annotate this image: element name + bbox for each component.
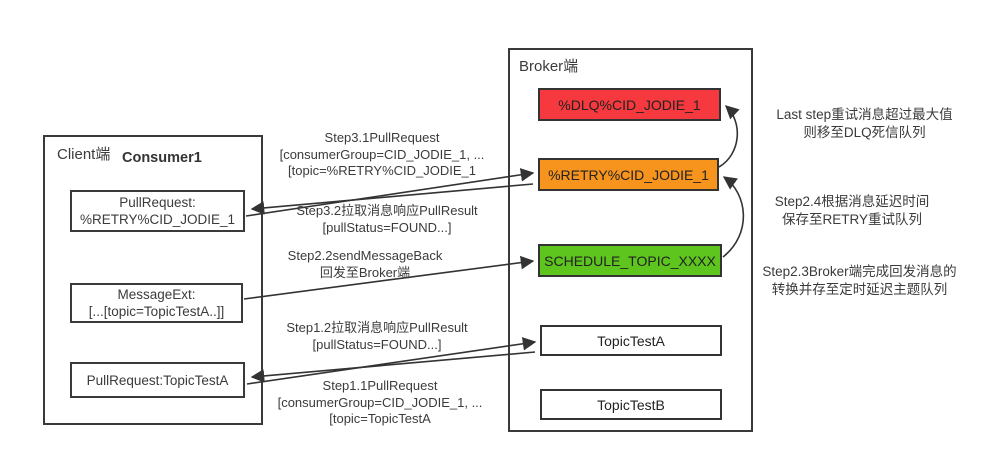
label-step31: Step3.1PullRequest [consumerGroup=CID_JO… xyxy=(267,130,497,180)
label-step22: Step2.2sendMessageBack 回发至Broker端 xyxy=(250,248,480,281)
label-step22-line2: 回发至Broker端 xyxy=(319,264,411,280)
node-pullrequest-retry: PullRequest: %RETRY%CID_JODIE_1 xyxy=(70,190,245,232)
node-messageext: MessageExt: [...[topic=TopicTestA..]] xyxy=(70,283,243,323)
label-step22-line1: Step2.2sendMessageBack xyxy=(287,248,443,263)
node-pullrequest-topictesta-line1: PullRequest:TopicTestA xyxy=(86,372,229,388)
queue-retry-label: %RETRY%CID_JODIE_1 xyxy=(548,166,709,183)
annotation-step24-line2: 保存至RETRY重试队列 xyxy=(781,212,922,227)
label-step12-line1: Step1.2拉取消息响应PullResult xyxy=(286,320,468,335)
queue-schedule-topic: SCHEDULE_TOPIC_XXXX xyxy=(538,244,722,277)
label-step12-line2: [pullStatus=FOUND...] xyxy=(312,336,442,352)
queue-topictesta: TopicTestA xyxy=(540,325,722,356)
node-pullrequest-topictesta: PullRequest:TopicTestA xyxy=(70,362,245,398)
annotation-dlq-line1: Last step重试消息超过最大值 xyxy=(776,107,953,122)
annotation-step23: Step2.3Broker端完成回发消息的 转换并存至定时延迟主题队列 xyxy=(752,263,967,299)
node-messageext-line2: [...[topic=TopicTestA..]] xyxy=(88,304,225,319)
queue-dlq: %DLQ%CID_JODIE_1 xyxy=(538,88,721,121)
label-step32-line1: Step3.2拉取消息响应PullResult xyxy=(296,203,478,218)
label-step12: Step1.2拉取消息响应PullResult [pullStatus=FOUN… xyxy=(262,320,492,353)
queue-topictestb: TopicTestB xyxy=(540,389,722,420)
consumer1-label: Consumer1 xyxy=(122,150,202,166)
arrow-step11-pullrequest xyxy=(250,351,536,383)
label-step32: Step3.2拉取消息响应PullResult [pullStatus=FOUN… xyxy=(272,203,502,236)
label-step31-line3: [topic=%RETRY%CID_JODIE_1 xyxy=(288,163,476,178)
queue-topictesta-label: TopicTestA xyxy=(597,332,665,349)
annotation-dlq-line2: 则移至DLQ死信队列 xyxy=(803,125,926,140)
label-step11: Step1.1PullRequest [consumerGroup=CID_JO… xyxy=(265,378,495,428)
node-pullrequest-retry-line2: %RETRY%CID_JODIE_1 xyxy=(79,212,236,227)
queue-schedule-topic-label: SCHEDULE_TOPIC_XXXX xyxy=(544,252,716,269)
label-step11-line2: [consumerGroup=CID_JODIE_1, ... xyxy=(277,394,483,410)
queue-topictestb-label: TopicTestB xyxy=(597,396,665,413)
annotation-dlq: Last step重试消息超过最大值 则移至DLQ死信队列 xyxy=(757,106,972,142)
node-pullrequest-retry-line1: PullRequest: xyxy=(119,195,196,210)
queue-retry: %RETRY%CID_JODIE_1 xyxy=(538,158,719,191)
client-group-title: Client端 xyxy=(57,146,111,163)
node-messageext-line1: MessageExt: xyxy=(117,287,196,302)
annotation-step24-line1: Step2.4根据消息延迟时间 xyxy=(774,194,930,209)
label-step31-line2: [consumerGroup=CID_JODIE_1, ... xyxy=(279,146,485,162)
label-step11-line3: [topic=TopicTestA xyxy=(329,411,431,426)
label-step31-line1: Step3.1PullRequest xyxy=(324,130,440,145)
annotation-step24: Step2.4根据消息延迟时间 保存至RETRY重试队列 xyxy=(752,193,952,229)
annotation-step23-line2: 转换并存至定时延迟主题队列 xyxy=(771,282,948,297)
label-step11-line1: Step1.1PullRequest xyxy=(322,378,438,393)
label-step32-line2: [pullStatus=FOUND...] xyxy=(322,219,452,235)
queue-dlq-label: %DLQ%CID_JODIE_1 xyxy=(558,96,701,113)
annotation-step23-line1: Step2.3Broker端完成回发消息的 xyxy=(762,264,957,279)
broker-group-title: Broker端 xyxy=(519,58,579,75)
